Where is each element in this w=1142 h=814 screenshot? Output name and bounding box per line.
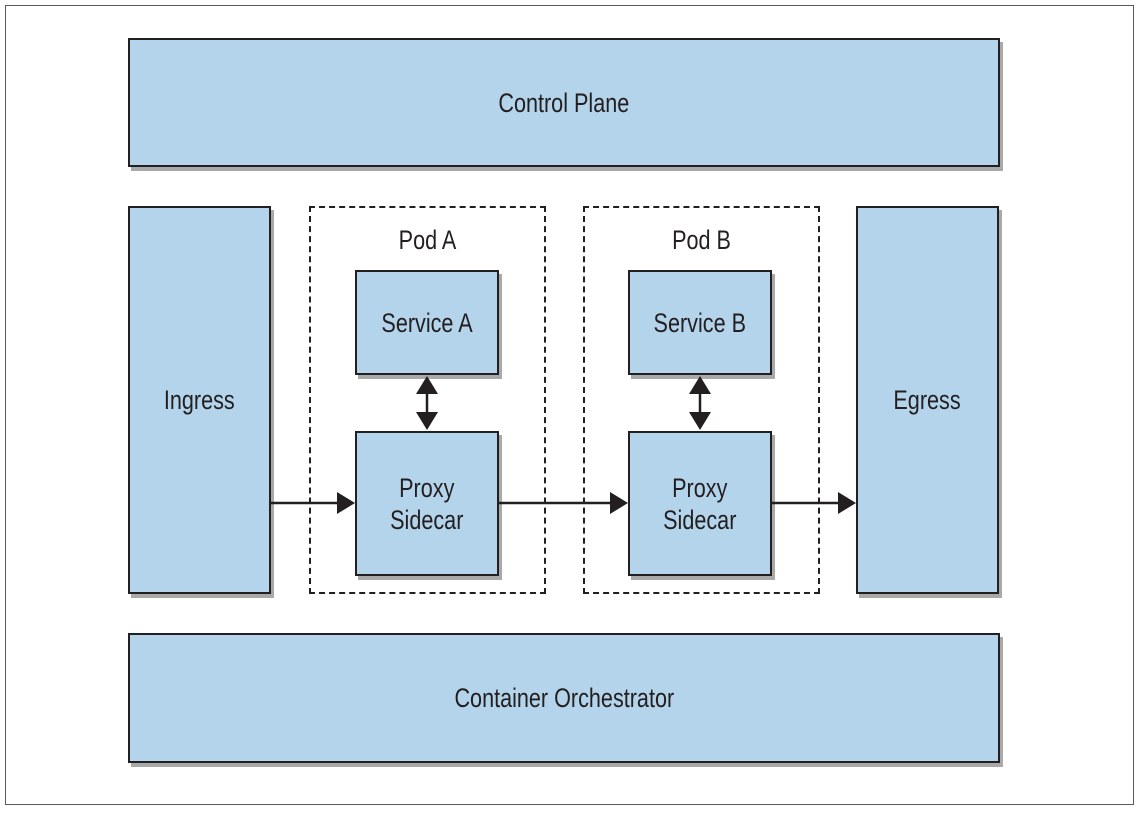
proxy-sidecar-a-box: Proxy Sidecar [355,431,499,576]
pod-a-title: Pod A [398,225,457,255]
proxy-sidecar-b-label: Proxy Sidecar [663,472,737,535]
egress-box: Egress [856,206,999,594]
service-b-box: Service B [628,270,772,375]
pod-a-boundary [309,206,546,594]
proxy-sidecar-b-box: Proxy Sidecar [628,431,772,576]
egress-label: Egress [893,385,962,415]
pod-b-boundary [583,206,820,594]
pod-b-title: Pod B [672,225,731,255]
ingress-label: Ingress [164,385,235,415]
control-plane-box: Control Plane [128,38,1000,167]
container-orchestrator-box: Container Orchestrator [128,633,1000,763]
container-orchestrator-label: Container Orchestrator [454,683,674,713]
ingress-box: Ingress [128,206,271,594]
service-a-label: Service A [381,307,473,338]
proxy-sidecar-a-label: Proxy Sidecar [390,472,464,535]
control-plane-label: Control Plane [498,87,630,118]
service-a-box: Service A [355,270,499,375]
service-b-label: Service B [653,307,747,338]
